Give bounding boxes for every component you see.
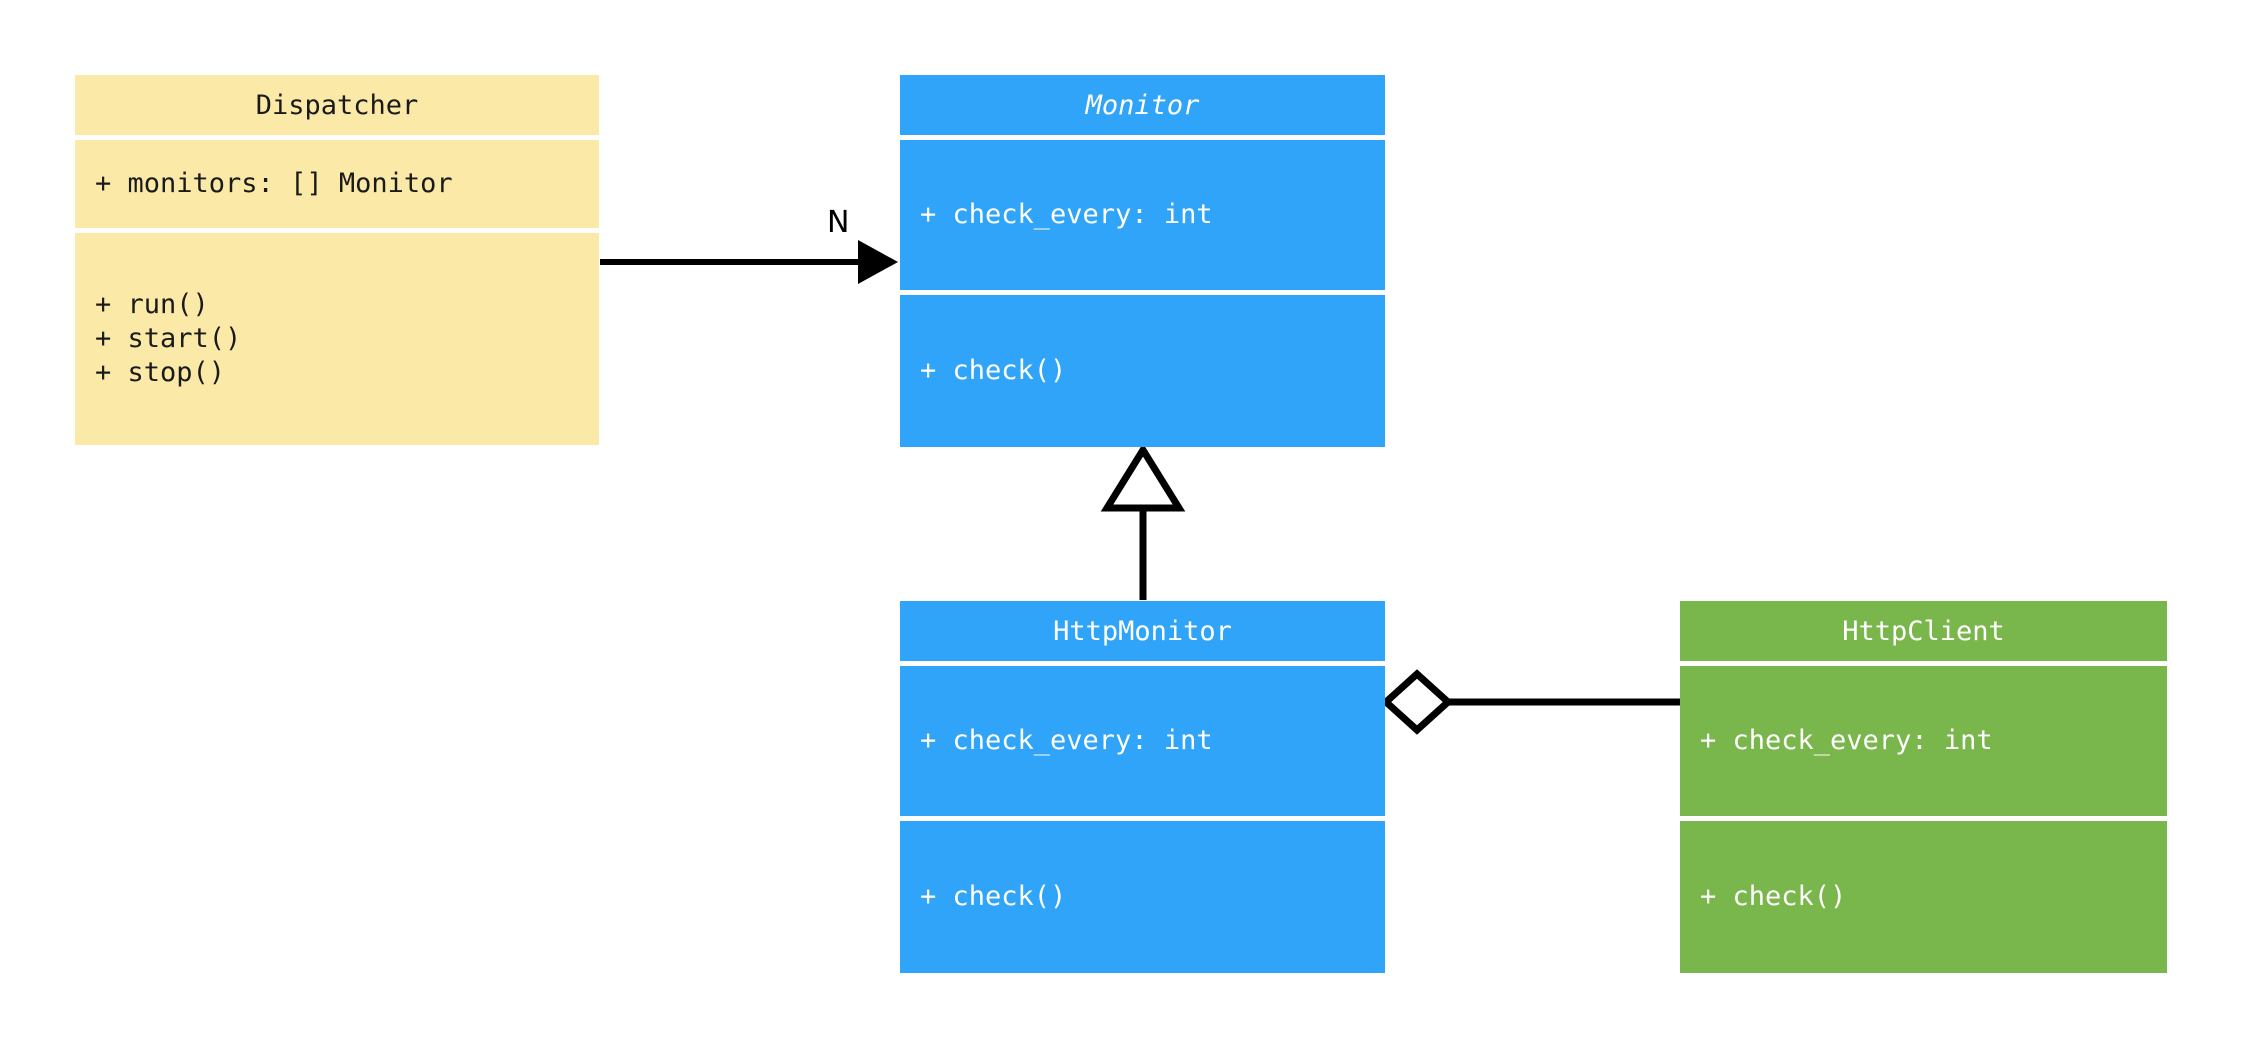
methods-compartment-httpclient: + check() bbox=[1680, 816, 2167, 973]
attribute-row: + check_every: int bbox=[920, 725, 1213, 756]
method-row: + run() bbox=[95, 289, 209, 320]
methods-compartment-httpmonitor: + check() bbox=[900, 816, 1385, 973]
attribute-row: + monitors: [] Monitor bbox=[95, 168, 453, 199]
class-box-httpmonitor[interactable]: HttpMonitor + check_every: int + check() bbox=[900, 601, 1385, 973]
class-box-httpclient[interactable]: HttpClient + check_every: int + check() bbox=[1680, 601, 2167, 973]
method-row: + start() bbox=[95, 323, 242, 354]
multiplicity-label-n: N bbox=[827, 205, 850, 240]
class-box-monitor[interactable]: Monitor + check_every: int + check() bbox=[900, 75, 1385, 447]
methods-compartment-dispatcher: + run() + start() + stop() bbox=[75, 228, 599, 445]
attributes-compartment-monitor: + check_every: int bbox=[900, 135, 1385, 290]
attributes-compartment-httpclient: + check_every: int bbox=[1680, 661, 2167, 816]
association-arrowhead bbox=[858, 240, 898, 284]
class-title-httpclient: HttpClient bbox=[1680, 601, 2167, 661]
class-title-monitor: Monitor bbox=[900, 75, 1385, 135]
method-row: + stop() bbox=[95, 357, 226, 388]
attribute-row: + check_every: int bbox=[920, 199, 1213, 230]
methods-compartment-monitor: + check() bbox=[900, 290, 1385, 447]
edge-httpmonitor-to-monitor bbox=[1100, 443, 1186, 600]
aggregation-diamond bbox=[1380, 669, 1454, 735]
class-title-httpmonitor: HttpMonitor bbox=[900, 601, 1385, 661]
edge-httpmonitor-to-httpclient bbox=[1380, 669, 1680, 735]
attribute-row: + check_every: int bbox=[1700, 725, 1993, 756]
class-title-dispatcher: Dispatcher bbox=[75, 75, 599, 135]
method-row: + check() bbox=[1700, 881, 1847, 912]
class-box-dispatcher[interactable]: Dispatcher + monitors: [] Monitor + run(… bbox=[75, 75, 599, 445]
generalization-triangle bbox=[1100, 443, 1186, 512]
method-row: + check() bbox=[920, 355, 1067, 386]
method-row: + check() bbox=[920, 881, 1067, 912]
attributes-compartment-httpmonitor: + check_every: int bbox=[900, 661, 1385, 816]
attributes-compartment-dispatcher: + monitors: [] Monitor bbox=[75, 135, 599, 228]
edge-dispatcher-to-monitor bbox=[600, 240, 898, 284]
